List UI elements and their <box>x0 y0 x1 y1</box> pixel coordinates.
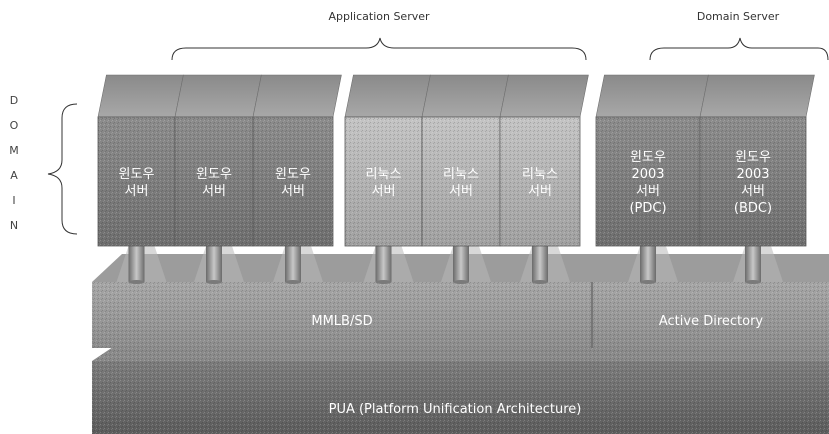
application-server-header: Application Server <box>328 10 430 23</box>
domain-letter: I <box>12 194 15 207</box>
server-label: 서버 <box>741 184 765 199</box>
active-directory-label: Active Directory <box>659 314 764 329</box>
server-label: 서버 <box>202 184 226 199</box>
domain-server-header: Domain Server <box>697 10 780 23</box>
connector <box>733 246 783 284</box>
connector <box>273 246 323 284</box>
server-connectors <box>116 246 783 284</box>
domain-server-brace <box>649 37 829 61</box>
domain-letter: D <box>10 94 18 107</box>
server-label: 서버 <box>125 184 149 199</box>
server-label: (PDC) <box>629 201 666 216</box>
server-label: 2003 <box>736 167 769 182</box>
server-label: (BDC) <box>734 201 772 216</box>
server-block: 윈도우 2003 서버 (BDC) <box>699 74 815 247</box>
connector <box>194 246 244 284</box>
server-label: 리눅스 <box>366 167 402 182</box>
server-label: 윈도우 <box>630 150 666 165</box>
application-server-brace <box>171 37 587 61</box>
server-label: 서버 <box>372 184 396 199</box>
server-label: 2003 <box>631 167 664 182</box>
server-block: 윈도우 2003 서버 (PDC) <box>595 74 709 247</box>
server-label: 윈도우 <box>119 167 155 182</box>
server-label: 서버 <box>636 184 660 199</box>
pua-label: PUA (Platform Unification Architecture) <box>329 402 582 417</box>
domain-letter: M <box>9 144 19 157</box>
connector <box>520 246 570 284</box>
server-label: 서버 <box>449 184 473 199</box>
server-label: 리눅스 <box>443 167 479 182</box>
domain-letter: N <box>10 219 18 232</box>
mmlb-sd-label: MMLB/SD <box>311 314 372 329</box>
server-blocks: 윈도우서버윈도우서버윈도우서버리눅스서버리눅스서버리눅스서버윈도우2003서버(… <box>97 74 815 247</box>
server-label: 리눅스 <box>522 167 558 182</box>
domain-letter: O <box>10 119 19 132</box>
connector <box>441 246 491 284</box>
domain-brace <box>47 103 78 235</box>
server-label: 서버 <box>528 184 552 199</box>
domain-letter: A <box>10 169 18 182</box>
server-label: 윈도우 <box>196 167 232 182</box>
server-label: 윈도우 <box>275 167 311 182</box>
connector <box>628 246 678 284</box>
connector <box>363 246 414 284</box>
server-label: 서버 <box>281 184 305 199</box>
connector <box>116 246 167 284</box>
server-label: 윈도우 <box>735 150 771 165</box>
